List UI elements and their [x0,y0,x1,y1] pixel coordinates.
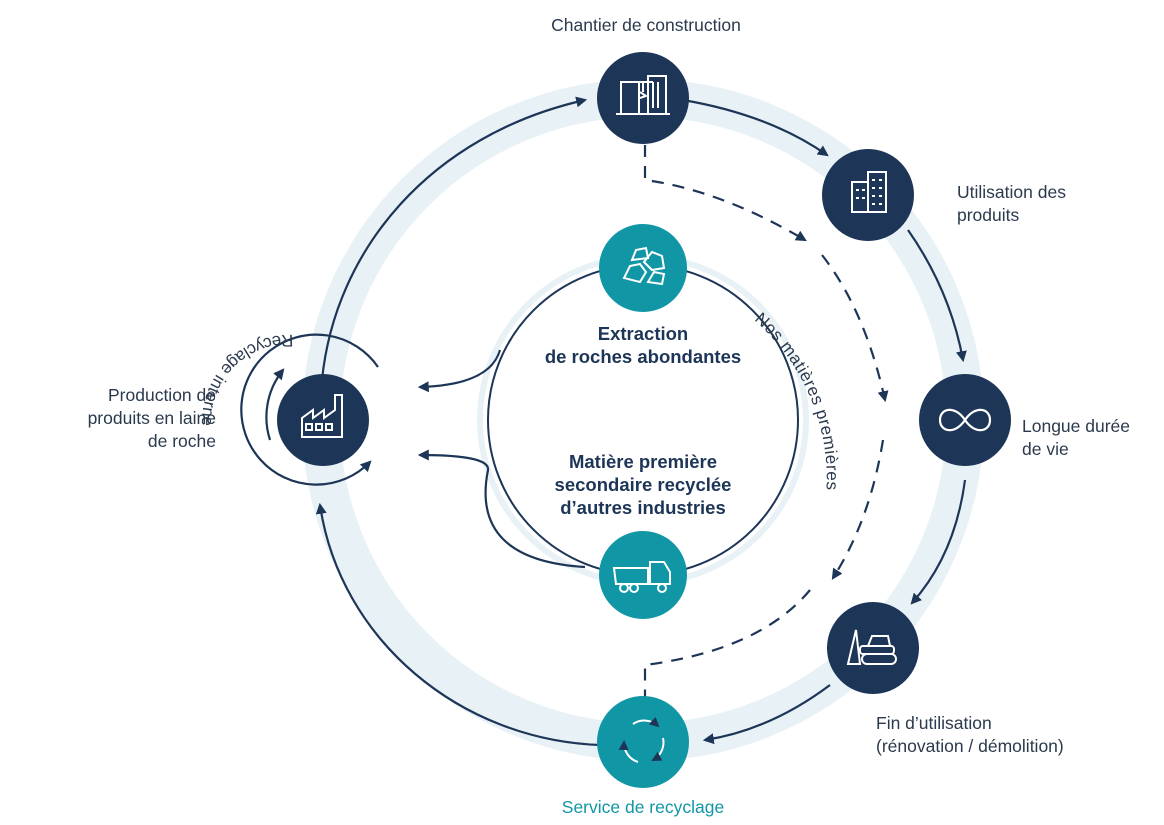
inner-arrows [417,349,586,569]
lifecycle-arrows [315,96,967,747]
dashed-return-path [643,145,889,705]
construction-label: Chantier de construction [551,15,741,35]
node-longevity [919,374,1011,466]
arrow-usage-to-longevity [907,229,967,363]
recycling-service-label: Service de recyclage [561,797,725,817]
node-usage [822,149,914,241]
node-end-of-use [827,602,919,694]
arrow-longevity-to-endofuse [910,479,967,605]
factory-icon [301,394,343,438]
node-construction [597,52,689,144]
construction-site-icon [616,75,670,115]
internal-recycling-loop [240,333,379,486]
recycle-icon [618,716,665,763]
arrow-recycling-to-production [315,502,601,747]
arrow-production-to-construction [320,96,588,381]
rocks-icon [622,246,666,286]
node-production [277,374,369,466]
truck-icon [612,561,671,593]
arrow-endofuse-to-recycling [702,684,831,745]
bulldozer-icon [846,629,897,665]
node-recycling-service [597,696,689,788]
buildings-icon [851,171,887,213]
infinity-icon [938,408,992,432]
node-extraction [599,224,687,312]
end-of-use-label: Fin d’utilisation(rénovation / démolitio… [876,713,1064,756]
node-secondary [599,531,687,619]
arrow-construction-to-usage [682,98,829,157]
